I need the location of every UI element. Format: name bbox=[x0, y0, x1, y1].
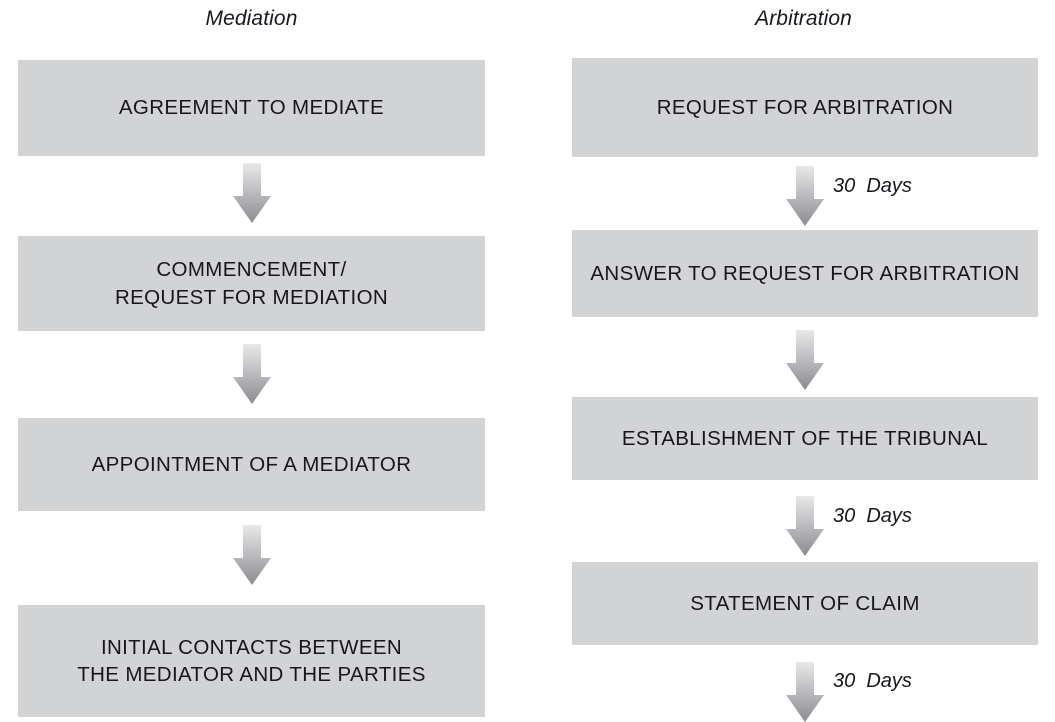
node-box-arbitration-3[interactable]: ESTABLISHMENT OF THE TRIBUNAL bbox=[572, 397, 1038, 480]
node-label: ESTABLISHMENT OF THE TRIBUNAL bbox=[621, 426, 989, 450]
arrow-arbitration-4 bbox=[786, 662, 824, 722]
node-box-mediation-2[interactable]: COMMENCEMENT/ REQUEST FOR MEDIATION bbox=[18, 236, 485, 331]
arrow-arbitration-2 bbox=[786, 330, 824, 390]
node-label: ANSWER TO REQUEST FOR ARBITRATION bbox=[590, 261, 1020, 285]
arrow-mediation-3 bbox=[233, 525, 271, 585]
node-box-arbitration-4[interactable]: STATEMENT OF CLAIM bbox=[572, 562, 1038, 645]
connector-label-arbitration-3: 30 Days bbox=[833, 505, 912, 527]
node-label: INITIAL CONTACTS BETWEEN THE MEDIATOR AN… bbox=[77, 635, 426, 686]
column-header-arbitration: Arbitration bbox=[755, 7, 852, 30]
node-box-mediation-4[interactable]: INITIAL CONTACTS BETWEEN THE MEDIATOR AN… bbox=[18, 605, 485, 717]
node-label: APPOINTMENT OF A MEDIATOR bbox=[91, 452, 412, 476]
arrow-arbitration-3 bbox=[786, 496, 824, 556]
arrow-mediation-1 bbox=[233, 163, 271, 223]
arrow-arbitration-1 bbox=[786, 166, 824, 226]
node-label: AGREEMENT TO MEDIATE bbox=[118, 96, 385, 120]
node-box-mediation-3[interactable]: APPOINTMENT OF A MEDIATOR bbox=[18, 418, 485, 511]
node-label: COMMENCEMENT/ REQUEST FOR MEDIATION bbox=[114, 258, 389, 309]
column-header-mediation: Mediation bbox=[205, 7, 298, 30]
node-label: REQUEST FOR ARBITRATION bbox=[656, 95, 954, 119]
node-box-arbitration-2[interactable]: ANSWER TO REQUEST FOR ARBITRATION bbox=[572, 230, 1038, 317]
connector-label-arbitration-4: 30 Days bbox=[833, 670, 912, 692]
node-label: STATEMENT OF CLAIM bbox=[690, 591, 920, 615]
node-box-arbitration-1[interactable]: REQUEST FOR ARBITRATION bbox=[572, 58, 1038, 157]
connector-label-arbitration-1: 30 Days bbox=[833, 175, 912, 197]
node-box-mediation-1[interactable]: AGREEMENT TO MEDIATE bbox=[18, 60, 485, 156]
arrow-mediation-2 bbox=[233, 344, 271, 404]
